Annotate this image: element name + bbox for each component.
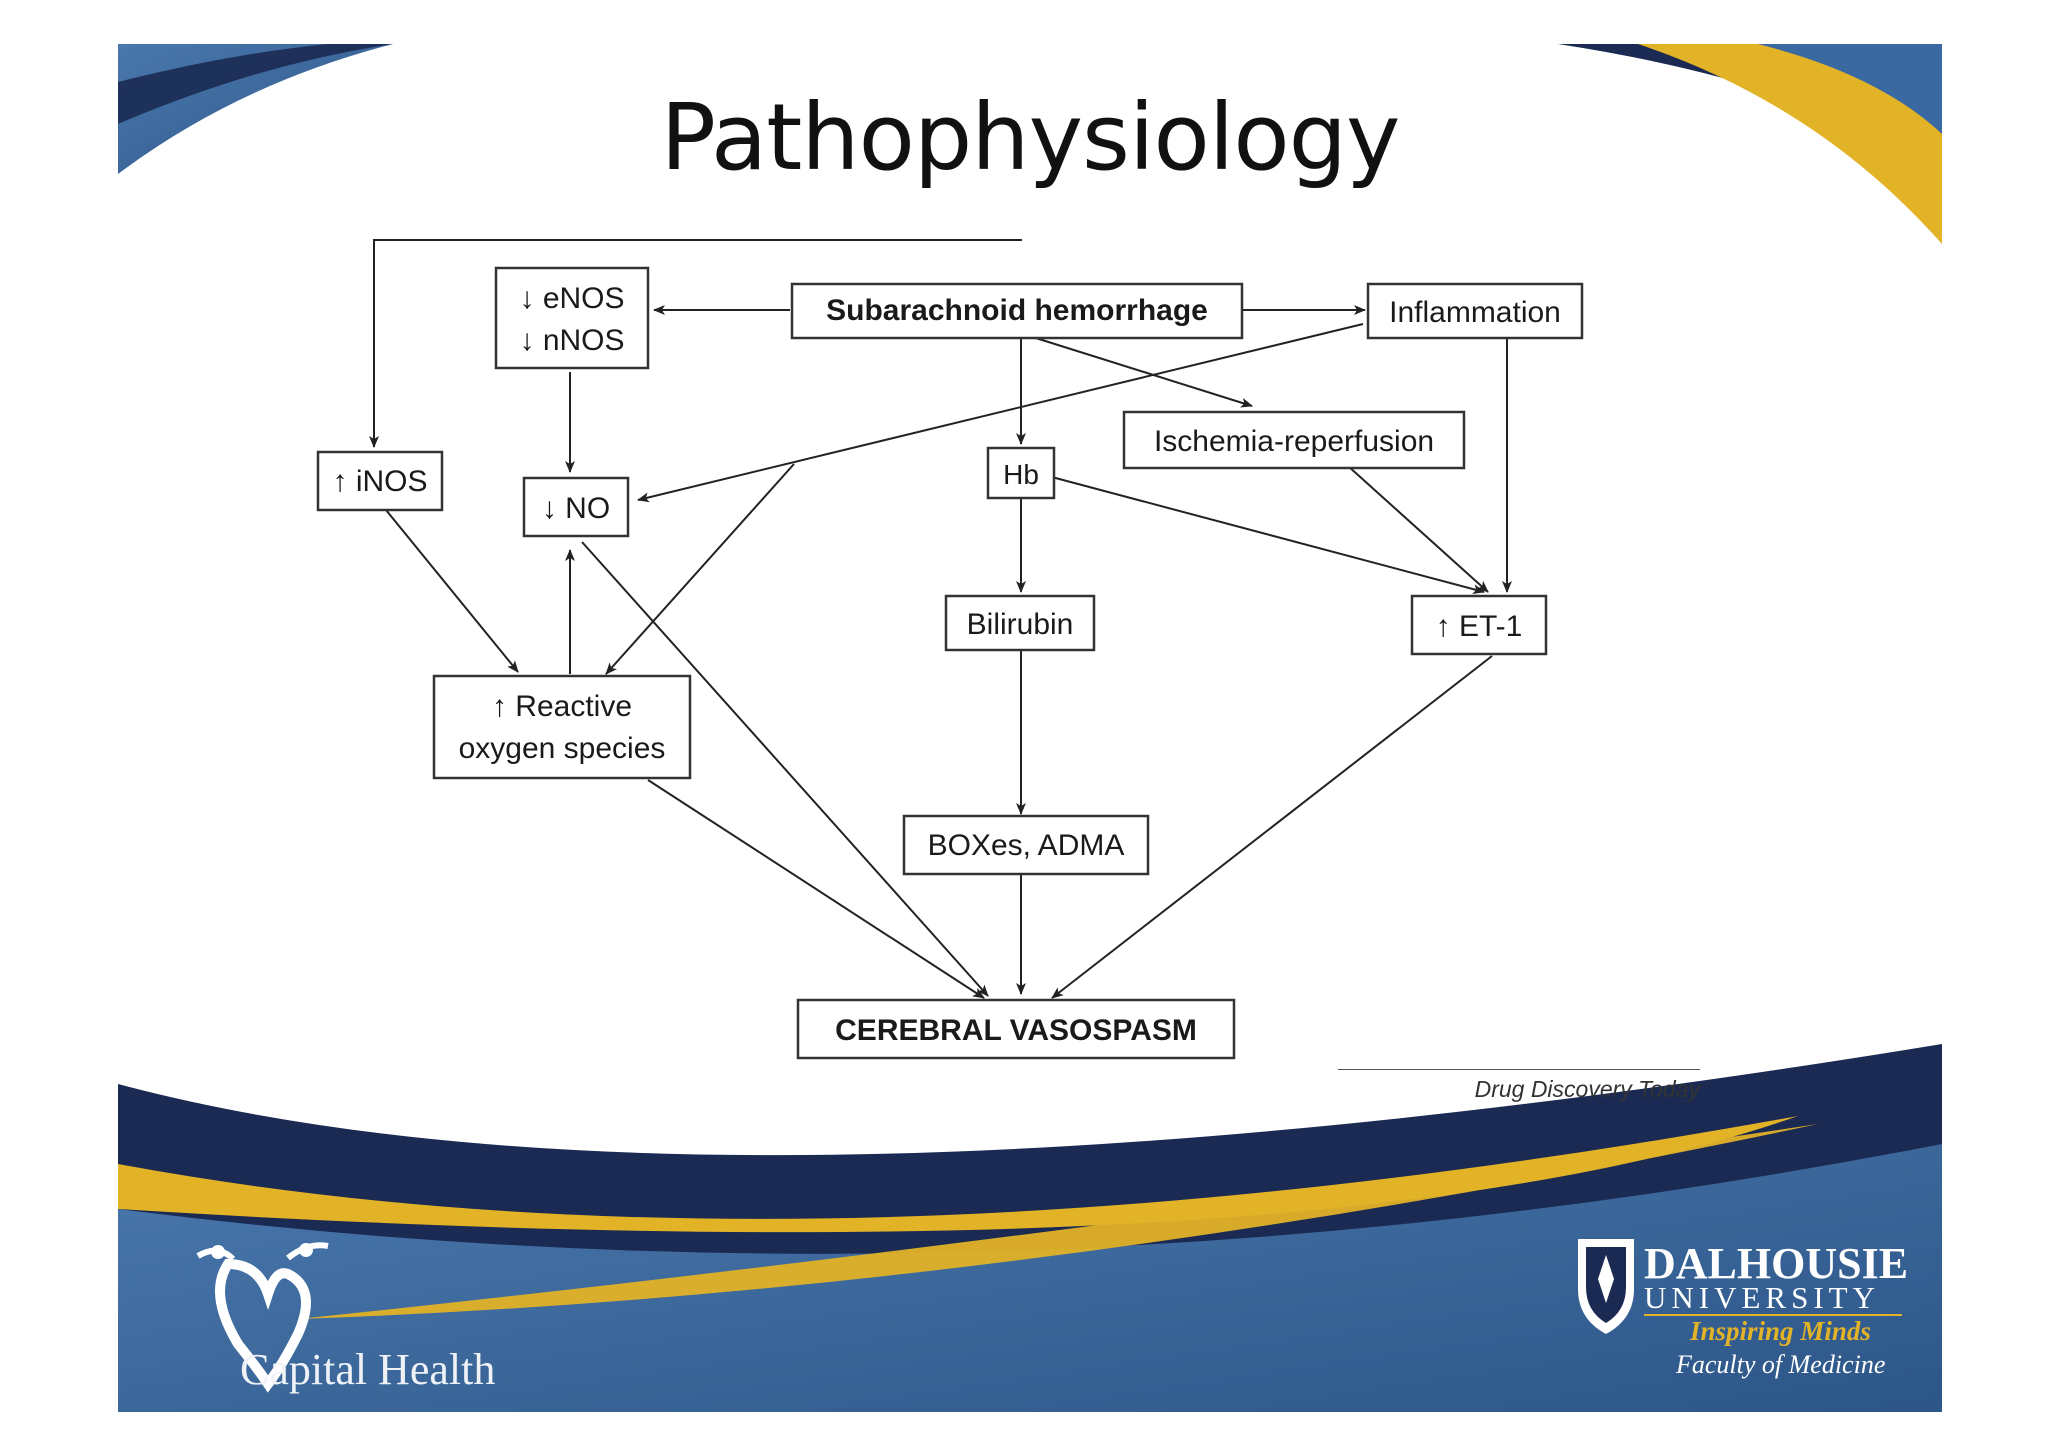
- node-hb: Hb: [986, 446, 1056, 500]
- edge-sah-ischemia: [1022, 333, 1253, 408]
- node-sah: Subarachnoid hemorrhage: [790, 282, 1244, 340]
- edge-inflammation-no: [637, 323, 1364, 503]
- node-inos-label: ↑ iNOS: [332, 465, 427, 498]
- dalhousie-logo-rule: [1644, 1314, 1902, 1316]
- capital-health-logo-text: Capital Health: [240, 1345, 496, 1394]
- top-right-blue: [1758, 44, 1942, 134]
- node-ros-label-1: ↑ Reactive: [492, 690, 632, 723]
- edge-inos-ros: [385, 509, 519, 673]
- node-vasospasm-label: CEREBRAL VASOSPASM: [835, 1014, 1197, 1047]
- node-no: ↓ NO: [522, 476, 630, 538]
- slide-title: Pathophysiology: [660, 84, 1400, 191]
- node-bilirubin-label: Bilirubin: [967, 608, 1074, 641]
- bottom-blue-band: [118, 1144, 1942, 1412]
- slide-background: [118, 44, 1942, 1412]
- node-bilirubin: Bilirubin: [944, 594, 1096, 652]
- edge-sah-inos: [369, 239, 1022, 448]
- node-enos-nnos: ↓ eNOS ↓ nNOS: [494, 266, 650, 370]
- node-ischemia: Ischemia-reperfusion: [1122, 410, 1466, 470]
- edge-ischemia-et1: [1347, 465, 1489, 593]
- node-ros-label-2: oxygen species: [459, 732, 666, 765]
- node-ischemia-label: Ischemia-reperfusion: [1154, 425, 1434, 458]
- node-vasospasm: CEREBRAL VASOSPASM: [796, 998, 1236, 1060]
- edge-inflammation-ros: [605, 463, 795, 675]
- edge-no-vasospasm: [581, 541, 989, 997]
- node-inflammation-label: Inflammation: [1389, 296, 1561, 329]
- edge-hb-et1: [1047, 475, 1485, 595]
- dalhousie-logo-motto: Inspiring Minds: [1690, 1316, 1871, 1346]
- node-nnos-label: ↓ nNOS: [519, 324, 624, 357]
- node-ros: ↑ Reactive oxygen species: [432, 674, 692, 780]
- node-no-label: ↓ NO: [542, 492, 610, 525]
- node-et1: ↑ ET-1: [1410, 594, 1548, 656]
- node-et1-label: ↑ ET-1: [1436, 610, 1523, 643]
- edge-et1-vasospasm: [1051, 655, 1493, 999]
- node-sah-label: Subarachnoid hemorrhage: [826, 294, 1208, 327]
- node-boxes-label: BOXes, ADMA: [928, 829, 1125, 862]
- dalhousie-logo-name: DALHOUSIE: [1644, 1239, 1909, 1288]
- dalhousie-logo-faculty: Faculty of Medicine: [1676, 1350, 1886, 1379]
- top-right-gold: [1638, 44, 1942, 244]
- dalhousie-crest-icon: [1578, 1239, 1634, 1334]
- diagram-edges: [369, 239, 1512, 999]
- source-credit: Drug Discovery Today: [1338, 1069, 1700, 1103]
- pathophysiology-diagram: Subarachnoid hemorrhage ↓ eNOS ↓ nNOS In…: [316, 239, 1584, 1060]
- node-inflammation: Inflammation: [1366, 282, 1584, 340]
- node-enos-label: ↓ eNOS: [519, 282, 624, 315]
- edge-ros-vasospasm: [647, 779, 985, 999]
- dalhousie-logo-subtitle: UNIVERSITY: [1644, 1280, 1880, 1315]
- top-left-accent: [118, 44, 393, 124]
- node-hb-label: Hb: [1003, 459, 1039, 490]
- node-inos: ↑ iNOS: [316, 450, 444, 512]
- capital-health-heart-icon: [196, 1242, 329, 1393]
- node-boxes-adma: BOXes, ADMA: [902, 814, 1150, 876]
- slide: Pathophysiology: [118, 44, 1942, 1412]
